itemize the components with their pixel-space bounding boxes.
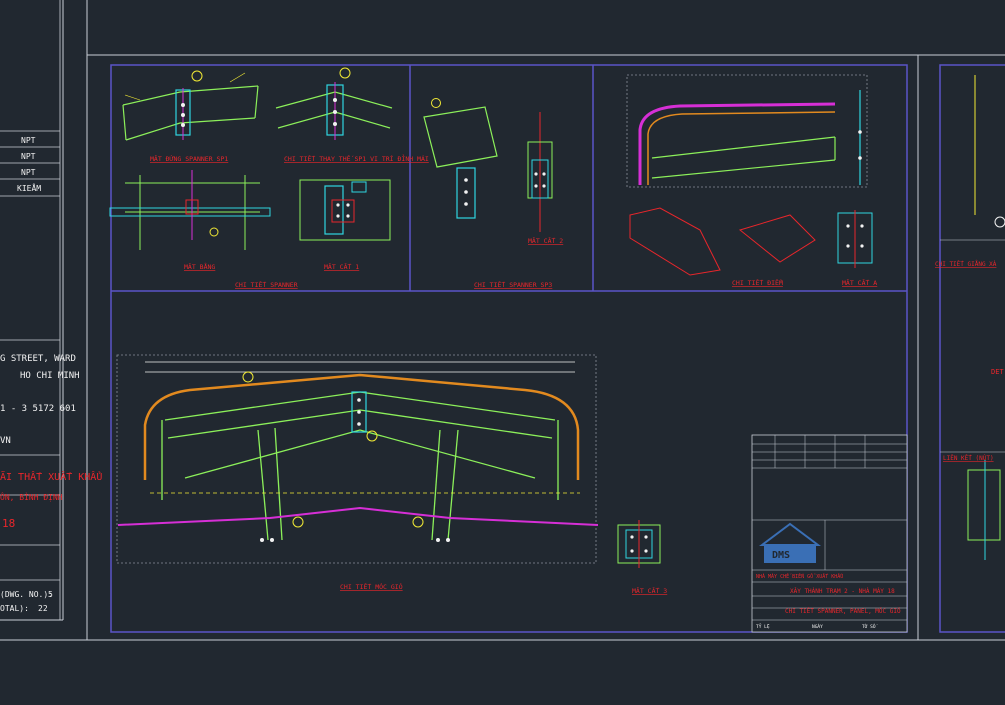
detail-mat-cat-1[interactable]: MẶT CẮT 1 — [299, 179, 391, 271]
adjacent-sheet-right[interactable]: CHI TIẾT GIẰNG XÀ DET LIÊN KẾT (NÚT) — [935, 75, 1005, 560]
left-title-block: NPT NPT NPT KIEÅM G STREET, WARD HO CHI … — [0, 0, 102, 620]
left-drawing-number: 18 — [2, 517, 15, 530]
title-mat-bang: MẶT BẰNG — [184, 262, 215, 271]
left-phone: 1 - 3 5172 601 — [0, 404, 76, 414]
title-mat-cat-3: MẶT CẮT 3 — [632, 586, 667, 595]
title-mat-cat-1: MẶT CẮT 1 — [324, 262, 359, 271]
title-block-sheet-label: TỜ SỐ — [862, 623, 879, 630]
title-chi-tiet-moc-gio: CHI TIẾT MÓC GIÓ — [340, 582, 403, 591]
title-thay-the-sp1: CHI TIẾT THAY THẾ SP1 VỊ TRÍ ĐỈNH MÁI — [284, 154, 429, 163]
left-total-label: OTAL): — [0, 604, 29, 613]
detail-mat-bang[interactable]: MẶT BẰNG — [109, 170, 271, 271]
sheet-borders — [0, 0, 1005, 641]
left-address-1: G STREET, WARD — [0, 354, 76, 364]
left-row-3: NPT — [21, 168, 36, 177]
title-block-project: XÂY THÀNH TRẠM 2 - NHÀ MÁY 18 — [790, 588, 895, 595]
title-block-sheet-title: CHI TIẾT SPANNER, PANEL, MÓC GIÓ — [785, 607, 901, 615]
left-dwg-value: 5 — [48, 590, 53, 599]
panel-title-chi-tiet-spanner: CHI TIẾT SPANNER — [235, 280, 298, 289]
detail-moc-gio[interactable]: CHI TIẾT MÓC GIÓ — [116, 354, 599, 591]
left-project-2: ÔN, BÌNH ĐỊNH — [0, 491, 63, 502]
title-lien-ket: LIÊN KẾT (NÚT) — [943, 454, 994, 462]
company-logo: DMS — [759, 522, 821, 563]
left-vn: VN — [0, 436, 11, 446]
left-row-2: NPT — [21, 152, 36, 161]
company-logo-text: DMS — [772, 550, 790, 561]
detail-replace-sp1-ridge[interactable]: CHI TIẾT THAY THẾ SP1 VỊ TRÍ ĐỈNH MÁI — [275, 67, 429, 163]
title-mat-cat-a: MẶT CẮT A — [842, 278, 877, 287]
left-address-2: HO CHI MINH — [20, 371, 80, 381]
title-block-client: NHÀ MÁY CHẾ BIẾN GỖ XUẤT KHẨU — [756, 572, 843, 580]
left-project-1: ÃI THẤT XUẤT KHẨU — [0, 470, 102, 483]
title-mat-dung-sp1: MẶT ĐỨNG SPANNER SP1 — [150, 154, 228, 163]
title-block[interactable]: DMS NHÀ MÁY CHẾ BIẾN GỖ XUẤT KHẨU XÂY TH… — [751, 434, 908, 633]
left-row-1: NPT — [21, 136, 36, 145]
detail-mat-cat-3[interactable]: MẶT CẮT 3 — [617, 520, 667, 595]
title-block-date-label: NGÀY — [812, 623, 823, 630]
left-dwg-label: (DWG. NO.): — [0, 590, 53, 599]
panel-title-spanner-sp3: CHI TIẾT SPANNER SP3 — [474, 280, 552, 289]
main-sheet-frame — [110, 64, 1005, 633]
left-row-4: KIEÅM — [17, 182, 41, 193]
left-total-value: 22 — [38, 604, 48, 613]
title-chi-tiet-giang-xa: CHI TIẾT GIẰNG XÀ — [935, 260, 997, 268]
title-det-partial: DET — [991, 368, 1004, 376]
title-mat-cat-2: MẶT CẮT 2 — [528, 236, 563, 245]
detail-chi-tiet-diem[interactable]: CHI TIẾT ĐIỂM MẶT CẮT A — [626, 74, 877, 287]
detail-spanner-sp1[interactable]: MẶT ĐỨNG SPANNER SP1 — [122, 70, 259, 163]
title-block-scale-label: TỶ LỆ — [756, 622, 770, 630]
detail-spanner-sp3[interactable]: MẶT CẮT 2 CHI TIẾT SPANNER SP3 — [423, 98, 563, 290]
title-chi-tiet-diem: CHI TIẾT ĐIỂM — [732, 278, 783, 287]
